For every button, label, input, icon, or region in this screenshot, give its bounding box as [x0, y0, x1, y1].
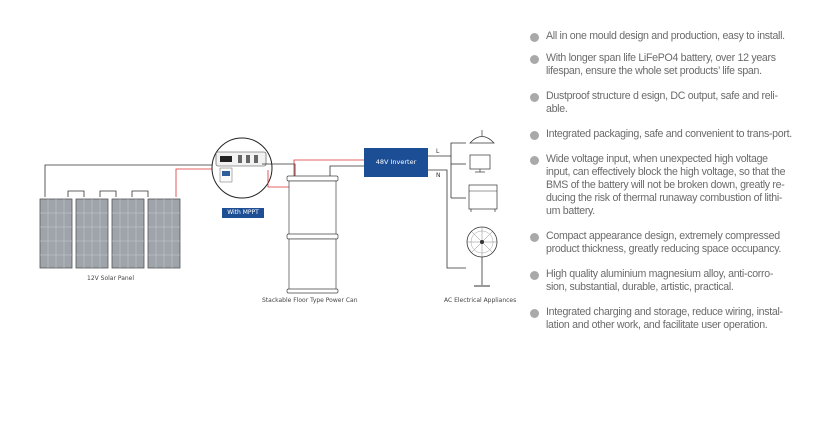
panel-wiring: [44, 164, 220, 197]
feature-item: Integrated charging and storage, reduce …: [530, 306, 792, 332]
battery-wiring: [262, 159, 364, 188]
system-diagram: 12V Solar Panel With MPPT Stackable Floo…: [39, 130, 517, 304]
bullet-icon: [530, 156, 539, 165]
feature-item: With longer span life LiFePO4 battery, o…: [530, 52, 792, 78]
stackable-battery: [286, 175, 339, 294]
feature-text: High quality aluminium magnesium alloy, …: [546, 268, 774, 293]
feature-item: High quality aluminium magnesium alloy, …: [530, 268, 792, 294]
solar-panel-label: 12V Solar Panel: [87, 275, 135, 282]
battery-label: Stackable Floor Type Power Can: [262, 297, 358, 304]
freezer-icon: [468, 184, 498, 212]
feature-text: Compact appearance design, extremely com…: [546, 230, 782, 255]
bullet-icon: [530, 233, 539, 242]
mppt-badge: With MPPT: [222, 208, 264, 218]
feature-text: All in one mould design and production, …: [546, 30, 785, 42]
mppt-controller: [211, 137, 273, 199]
feature-item: Compact appearance design, extremely com…: [530, 230, 792, 256]
bullet-icon: [530, 131, 539, 140]
bullet-icon: [530, 33, 539, 42]
bullet-icon: [530, 55, 539, 64]
feature-item: All in one mould design and production, …: [530, 30, 792, 43]
wiring-diagram: [39, 130, 498, 294]
bullet-icon: [530, 93, 539, 102]
inverter-box: 48V Inverter: [364, 148, 428, 177]
line-l-label: L: [436, 148, 440, 155]
feature-item: Dustproof structure d esign, DC output, …: [530, 90, 792, 116]
appliances-label: AC Electrical Appliances: [444, 297, 517, 304]
solar-panel-array: [39, 198, 181, 269]
bullet-icon: [530, 309, 539, 318]
solar-panel: [75, 198, 109, 269]
solar-panel: [111, 198, 145, 269]
bullet-icon: [530, 271, 539, 280]
ac-wiring: [428, 142, 466, 269]
feature-item: Wide voltage input, when unexpected high…: [530, 153, 792, 218]
feature-text: Wide voltage input, when unexpected high…: [546, 153, 786, 217]
feature-list: All in one mould design and production, …: [530, 30, 792, 332]
ceiling-lamp-icon: [469, 130, 495, 144]
feature-text: With longer span life LiFePO4 battery, o…: [546, 52, 776, 77]
feature-item: Integrated packaging, safe and convenien…: [530, 128, 792, 141]
tv-icon: [469, 154, 491, 173]
solar-panel: [39, 198, 73, 269]
feature-text: Integrated packaging, safe and convenien…: [546, 128, 792, 140]
feature-text: Integrated charging and storage, reduce …: [546, 306, 783, 331]
fan-icon: [466, 226, 498, 287]
solar-panel: [147, 198, 181, 269]
line-n-label: N: [436, 172, 441, 179]
feature-text: Dustproof structure d esign, DC output, …: [546, 90, 778, 115]
